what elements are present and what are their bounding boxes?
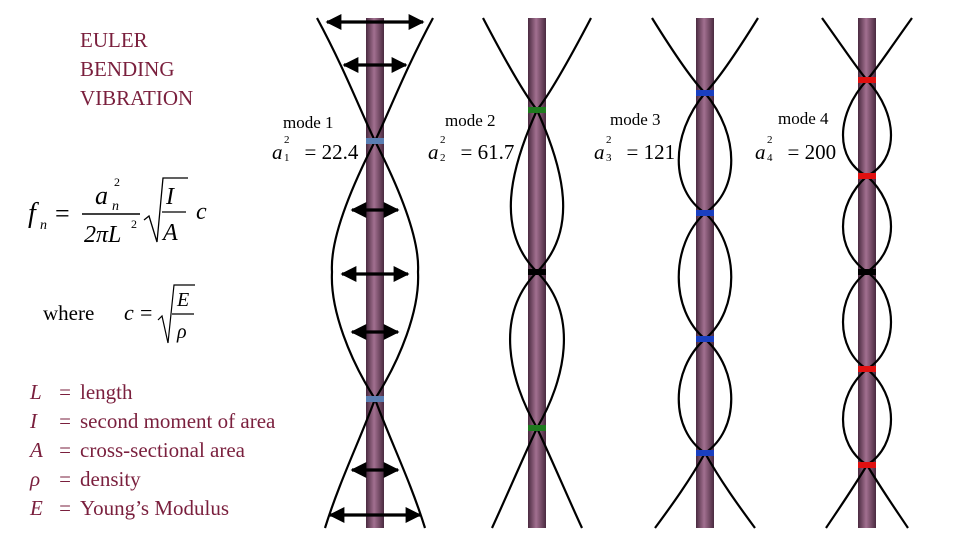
node-marker-mode-2 — [528, 107, 546, 113]
legend-row: L=length — [30, 380, 133, 404]
mode-3-curve-a — [651, 17, 733, 529]
node-marker-mode-2-center — [528, 269, 546, 275]
node-marker-mode-4 — [858, 366, 876, 372]
mode-3-curve-b — [677, 17, 759, 529]
node-marker-mode-4 — [858, 77, 876, 83]
node-marker-mode-4 — [858, 462, 876, 468]
legend-row: ρ=density — [30, 467, 141, 491]
node-marker-mode-3 — [696, 90, 714, 96]
node-marker-mode-4 — [858, 173, 876, 179]
node-markers — [366, 77, 876, 468]
mode-4-label: mode 4 — [778, 109, 829, 128]
node-marker-mode-4-center — [858, 269, 876, 275]
node-marker-mode-1 — [366, 396, 384, 402]
beam-mode-3 — [696, 18, 714, 528]
title-line-3: VIBRATION — [80, 86, 194, 110]
node-marker-mode-3 — [696, 210, 714, 216]
mode-1-label: mode 1 — [283, 113, 334, 132]
node-marker-mode-1 — [366, 138, 384, 144]
diagram-title: EULER BENDING VIBRATION — [80, 26, 193, 113]
mode-2-curve-b — [509, 17, 592, 529]
mode-1-curve-right — [373, 17, 434, 529]
variable-legend: L=length I=second moment of area A=cross… — [30, 378, 275, 523]
node-marker-mode-3 — [696, 450, 714, 456]
node-marker-mode-3 — [696, 336, 714, 342]
title-line-2: BENDING — [80, 57, 175, 81]
legend-row: E=Young’s Modulus — [30, 496, 229, 520]
mode-4-curve-b — [841, 17, 913, 529]
mode-2-label: mode 2 — [445, 111, 496, 130]
mode-4-curve-a — [821, 17, 893, 529]
legend-row: I=second moment of area — [30, 409, 276, 433]
mode-1-curve-left — [316, 17, 377, 529]
legend-row: A=cross-sectional area — [30, 438, 245, 462]
node-marker-mode-2 — [528, 425, 546, 431]
title-line-1: EULER — [80, 28, 148, 52]
mode-3-label: mode 3 — [610, 110, 661, 129]
mode-2-curve-a — [482, 17, 565, 529]
